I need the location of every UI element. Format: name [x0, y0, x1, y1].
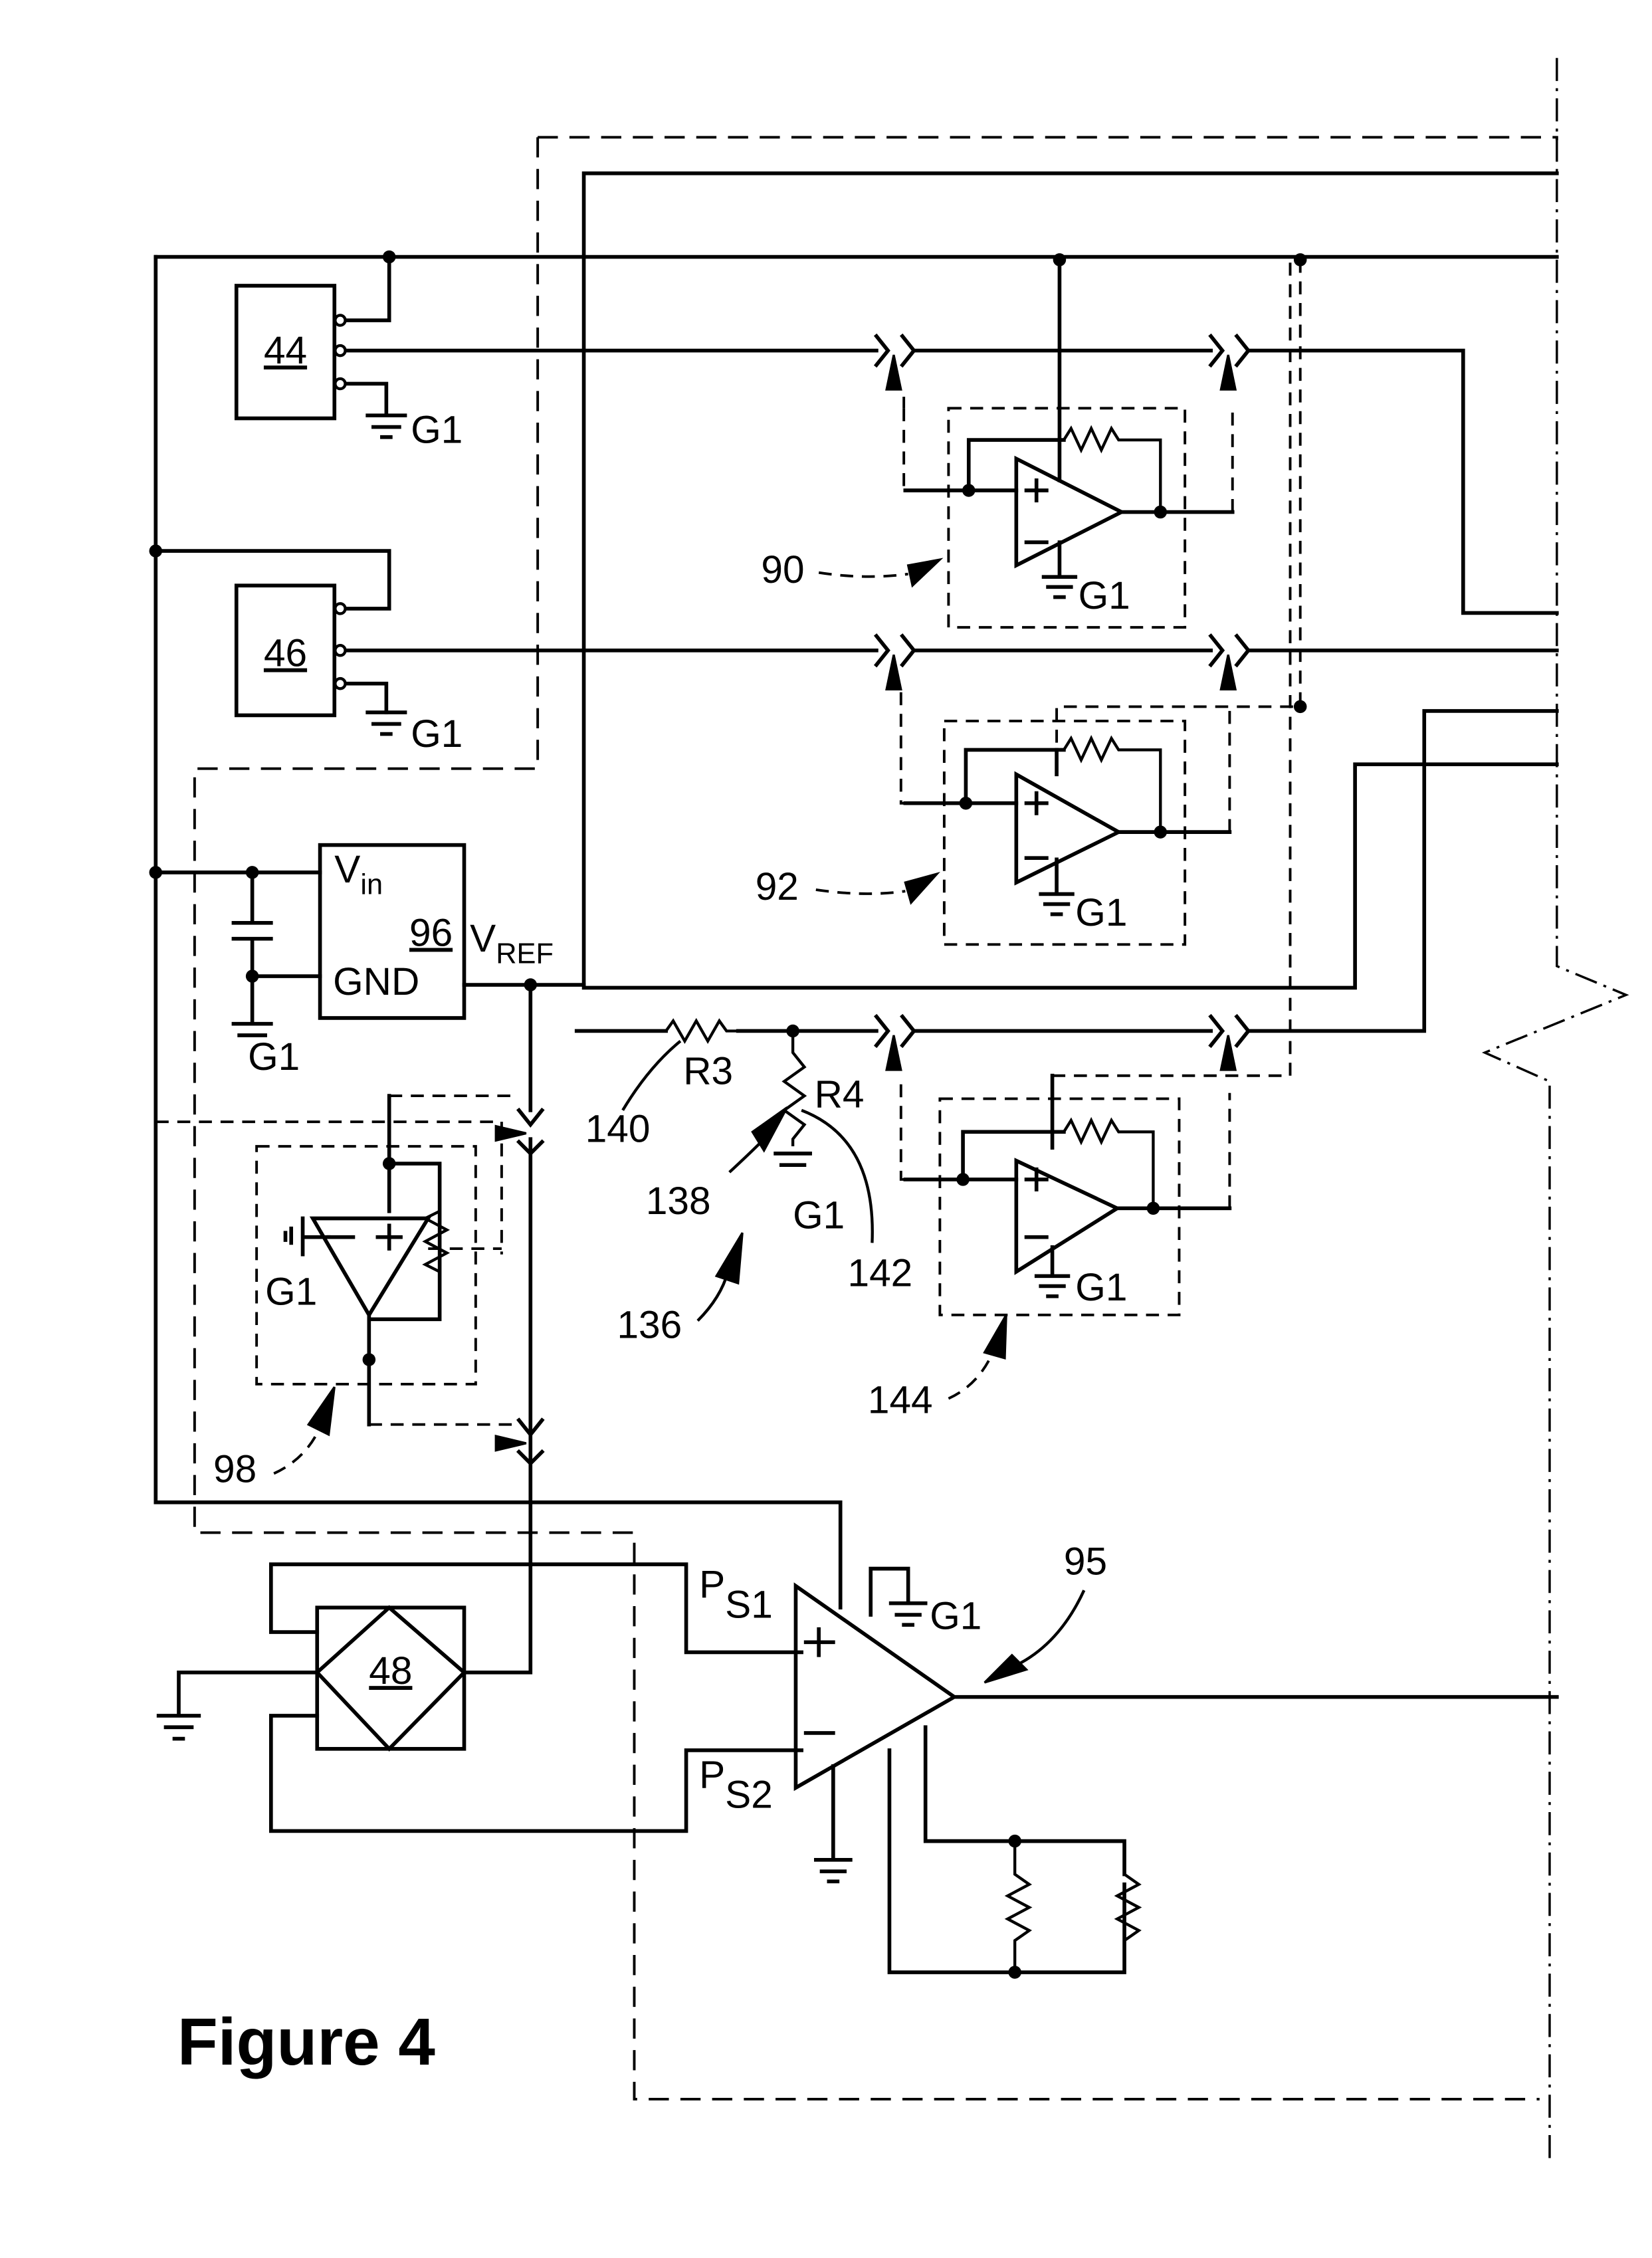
- ground-label: G1: [265, 1271, 317, 1314]
- sensor-46-ref: 46: [264, 632, 307, 675]
- buffer-90: G1 90: [761, 260, 1232, 627]
- sensor-44: 44 G1: [237, 286, 877, 451]
- buffer-144-ref: 144: [868, 1378, 933, 1421]
- ref-140: 140: [585, 1108, 651, 1151]
- connector-arrow-icon: [1221, 655, 1235, 689]
- ground-label: G1: [1079, 574, 1130, 617]
- buffer-92-ref: 92: [756, 865, 799, 908]
- pin-vin: Vin: [334, 848, 383, 900]
- r3-label: R3: [683, 1050, 733, 1093]
- sensor-46: 46 G1: [237, 585, 877, 756]
- connector-arrow-icon: [886, 655, 901, 689]
- pin-gnd: GND: [333, 960, 419, 1003]
- sensor-44-ref: 44: [264, 329, 307, 372]
- r4-label: R4: [815, 1073, 865, 1116]
- ps2-label: PS2: [699, 1753, 773, 1816]
- amp-95: G1 95: [795, 1540, 1556, 1978]
- ground-label: G1: [1075, 1266, 1127, 1309]
- connector-arrow-icon: [886, 355, 901, 389]
- power-rail: [150, 251, 1557, 1607]
- amp-95-ref: 95: [1064, 1540, 1107, 1583]
- amp-98-ref: 98: [213, 1447, 257, 1490]
- pin-vref: VREF: [470, 917, 554, 970]
- buffer-90-ref: 90: [761, 548, 804, 591]
- ground-label: G1: [411, 712, 463, 756]
- buffer-144: G1 144: [868, 260, 1291, 1421]
- ref-136: 136: [617, 1304, 682, 1347]
- bridge-48-ref: 48: [369, 1649, 412, 1693]
- regulator-96: Vin 96 GND VREF G1: [150, 845, 584, 1110]
- module-boundary-dashed: [195, 138, 1557, 2099]
- ref-138: 138: [646, 1180, 711, 1223]
- ground-label: G1: [793, 1194, 845, 1237]
- ground-label: G1: [1075, 891, 1127, 934]
- connector-arrow-icon: [1221, 1035, 1235, 1070]
- connector-arrow-icon: [886, 1035, 901, 1070]
- ps1-label: PS1: [699, 1563, 773, 1626]
- amp-98: G1 98: [155, 1096, 530, 1673]
- connector-arrow-icon: [496, 1436, 526, 1451]
- vref-rail: [584, 173, 1557, 988]
- ground-label: G1: [248, 1035, 300, 1078]
- break-line: [1485, 58, 1626, 2162]
- ground-label: G1: [930, 1595, 981, 1638]
- figure-title: Figure 4: [177, 2005, 435, 2079]
- regulator-96-ref: 96: [409, 912, 453, 955]
- bridge-48: 48 PS1 PS2: [159, 1563, 802, 1831]
- connector-arrow-icon: [1221, 355, 1235, 389]
- ground-label: G1: [411, 408, 463, 451]
- ref-142: 142: [848, 1251, 913, 1294]
- buffer-92: G1 92: [756, 260, 1307, 944]
- divider-136: R3 R4 G1 140 138 142 136: [585, 1021, 913, 1346]
